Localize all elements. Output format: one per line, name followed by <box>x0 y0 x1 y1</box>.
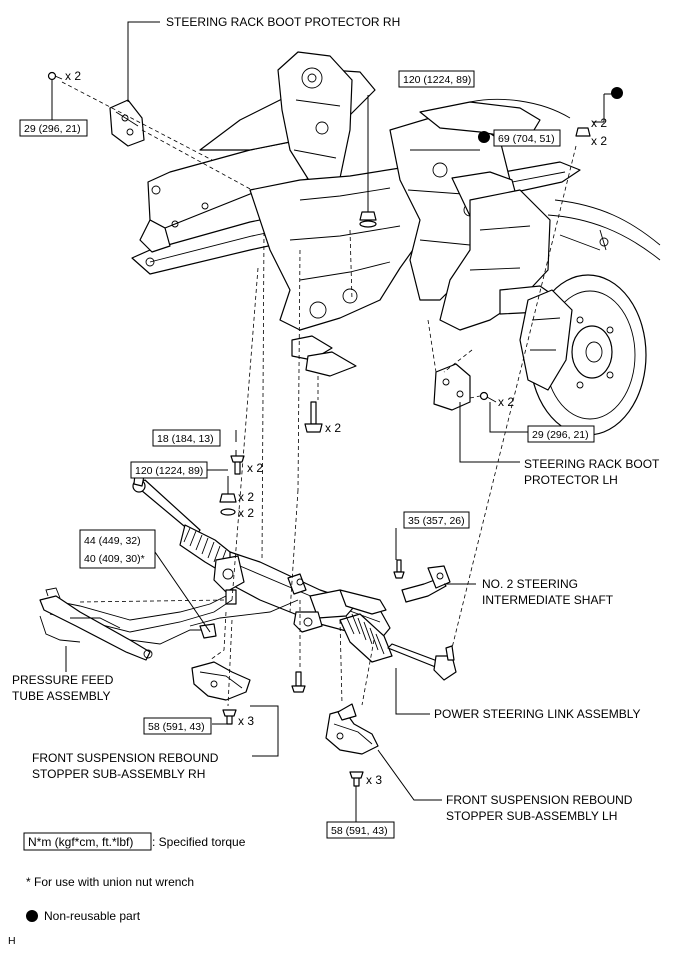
nut-crossmember-icon <box>359 200 377 228</box>
label-power-steering-link: POWER STEERING LINK ASSEMBLY <box>434 707 641 721</box>
label-boot-protector-lh-1: STEERING RACK BOOT <box>524 457 660 471</box>
torque-box <box>152 429 221 447</box>
qty-boot-rh-bolt: x 2 <box>65 69 81 83</box>
torque-box <box>326 821 395 839</box>
label-boot-protector-lh-2: PROTECTOR LH <box>524 473 618 487</box>
qty-crossmember-bolt: x 2 <box>325 421 341 435</box>
intermediate-shaft <box>401 565 451 603</box>
bolt-boot-rh-icon <box>47 71 63 81</box>
legend-torque-box <box>23 832 152 851</box>
torque-gear-bolt: 18 (184, 13) <box>157 433 214 445</box>
torque-spec-boxes <box>19 70 595 851</box>
label-intermediate-shaft-2: INTERMEDIATE SHAFT <box>482 593 614 607</box>
torque-box <box>19 119 88 137</box>
legend-union-note: * For use with union nut wrench <box>26 875 194 889</box>
torque-box <box>403 511 470 529</box>
label-stopper-rh-2: STOPPER SUB-ASSEMBLY RH <box>32 767 205 781</box>
qty-boot-lh-bolt: x 2 <box>498 395 514 409</box>
steering-gear-assembly <box>49 473 457 681</box>
nonreusable-nut-icon <box>478 131 490 143</box>
shaft-bolt-icon <box>393 559 405 579</box>
pressure-feed-tube <box>39 587 217 661</box>
legend-torque-desc: : Specified torque <box>152 835 246 849</box>
label-pressure-feed-1: PRESSURE FEED <box>12 673 114 687</box>
label-intermediate-shaft-1: NO. 2 STEERING <box>482 577 578 591</box>
torque-tie-rod-nut: 69 (704, 51) <box>498 133 555 145</box>
corner-mark: H <box>8 935 16 947</box>
legend-nonreusable-icon <box>26 910 38 922</box>
leader-lines <box>51 21 528 822</box>
nonreusable-cotter-pin-icon <box>611 87 623 99</box>
torque-gear-nut: 120 (1224, 89) <box>135 465 203 477</box>
front-suspension-crossmember <box>131 51 581 377</box>
torque-box <box>527 425 595 443</box>
bolt-crossmember-icon <box>304 401 323 433</box>
label-pressure-feed-2: TUBE ASSEMBLY <box>12 689 110 703</box>
qty-gear-bolt: x 2 <box>247 461 263 475</box>
stopper-lh <box>325 703 379 755</box>
bolt-lower-icon <box>291 671 306 693</box>
boot-protector-rh <box>109 99 145 147</box>
torque-box <box>143 717 212 735</box>
torque-box <box>398 70 475 88</box>
torque-box <box>130 461 208 479</box>
stopper-lh-bolt-icon <box>349 771 364 787</box>
qty-gear-nut: x 2 <box>238 490 254 504</box>
qty-tie-rod-nut: x 2 <box>591 134 607 148</box>
torque-boot-lh: 29 (296, 21) <box>532 429 589 441</box>
torque-box-double <box>79 529 156 569</box>
torque-box <box>493 129 561 147</box>
brake-disc-hub <box>519 199 661 436</box>
torque-shaft-bolt: 35 (357, 26) <box>408 515 465 527</box>
nut-gear-mount-icon <box>219 493 237 503</box>
torque-boot-rh: 29 (296, 21) <box>24 123 81 135</box>
torque-union-nut-wrench: 40 (409, 30)* <box>84 553 145 565</box>
bolt-boot-lh-icon <box>479 391 497 403</box>
qty-stopper-lh-bolt: x 3 <box>366 773 382 787</box>
legend-nonreusable-text: Non-reusable part <box>44 909 141 923</box>
stopper-rh <box>191 661 251 701</box>
assembly-guide-lines <box>61 81 577 707</box>
label-stopper-rh-1: FRONT SUSPENSION REBOUND <box>32 751 219 765</box>
washer-gear-mount-icon <box>220 508 236 516</box>
torque-union-nut: 44 (449, 32) <box>84 535 141 547</box>
qty-gear-washer: x 2 <box>238 506 254 520</box>
legend-torque-units: N*m (kgf*cm, ft.*lbf) <box>28 835 133 849</box>
torque-stopper-rh: 58 (591, 43) <box>148 721 205 733</box>
label-stopper-lh-1: FRONT SUSPENSION REBOUND <box>446 793 633 807</box>
stopper-rh-bolt-icon <box>222 709 237 725</box>
qty-stopper-rh-bolt: x 3 <box>238 714 254 728</box>
bolt-gear-mount-icon <box>230 455 245 475</box>
torque-crossmember-nut: 120 (1224, 89) <box>403 74 471 86</box>
label-stopper-lh-2: STOPPER SUB-ASSEMBLY LH <box>446 809 617 823</box>
torque-stopper-lh: 58 (591, 43) <box>331 825 388 837</box>
qty-cotter-pin: x 2 <box>591 116 607 130</box>
label-boot-protector-rh: STEERING RACK BOOT PROTECTOR RH <box>166 15 400 29</box>
boot-protector-lh <box>433 363 471 411</box>
tie-rod-nut-icon <box>575 93 612 137</box>
